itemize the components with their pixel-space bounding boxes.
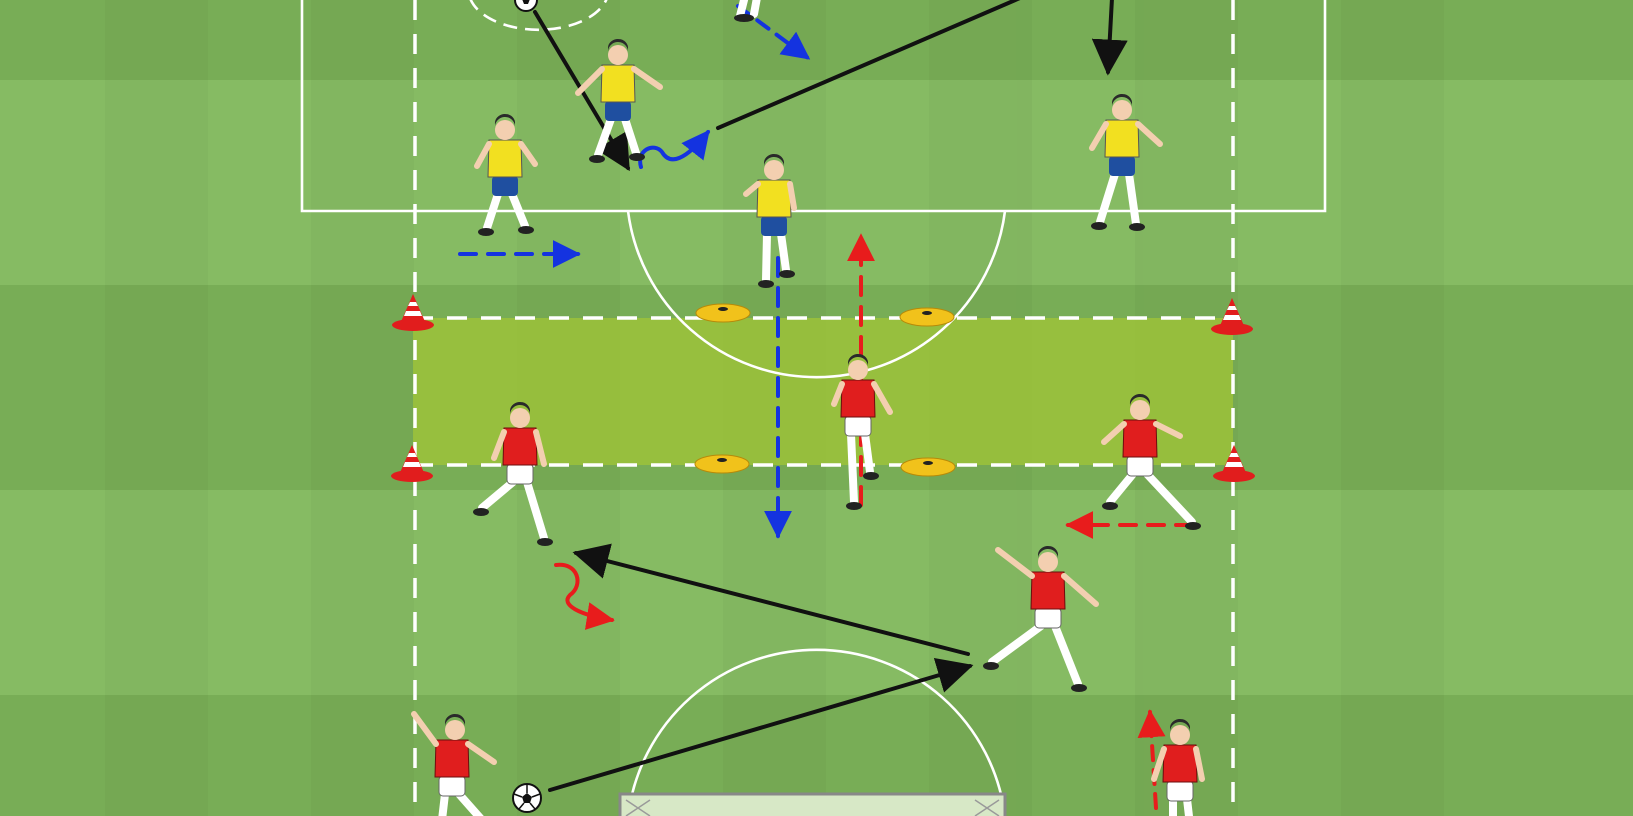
player-red xyxy=(983,545,1099,692)
ball-icon xyxy=(512,783,542,813)
player-red xyxy=(831,353,893,510)
pitch-markings xyxy=(300,0,1327,816)
disc-marker-icon xyxy=(694,454,750,474)
disc-marker-icon xyxy=(695,303,751,323)
disc-marker-icon xyxy=(900,457,956,477)
cone-icon xyxy=(1211,298,1253,335)
cone-icon xyxy=(391,445,433,482)
pass-arrow xyxy=(572,543,970,656)
player-red xyxy=(411,711,497,816)
pass-arrow xyxy=(1091,0,1128,76)
player-yellow xyxy=(575,38,663,163)
player-yellow xyxy=(743,153,797,288)
disc-marker-icon xyxy=(899,307,955,327)
pass-arrows xyxy=(533,0,1128,792)
top-circle-arc xyxy=(469,0,608,32)
player-yellow xyxy=(1089,93,1163,231)
ball-icon xyxy=(514,0,538,12)
run-arrow xyxy=(1137,709,1166,810)
pass-arrow xyxy=(716,0,1021,130)
cone-icon xyxy=(1213,445,1255,482)
center-circle-arc-bottom xyxy=(626,648,1007,816)
dribble-arrow xyxy=(554,562,615,630)
cone-icon xyxy=(392,294,434,331)
player-yellow xyxy=(474,113,538,236)
penalty-box-top xyxy=(300,0,1327,213)
middle-zone xyxy=(413,318,1233,465)
zone-dashed-lines xyxy=(413,0,1235,816)
player-red xyxy=(1151,718,1205,816)
player-red xyxy=(473,401,553,546)
goal-icon xyxy=(618,792,1007,816)
penalty-arc-top xyxy=(626,210,1007,379)
player-yellow xyxy=(734,0,761,22)
pass-arrow xyxy=(548,657,974,792)
player-red xyxy=(1101,393,1201,530)
run-arrow xyxy=(736,4,811,60)
